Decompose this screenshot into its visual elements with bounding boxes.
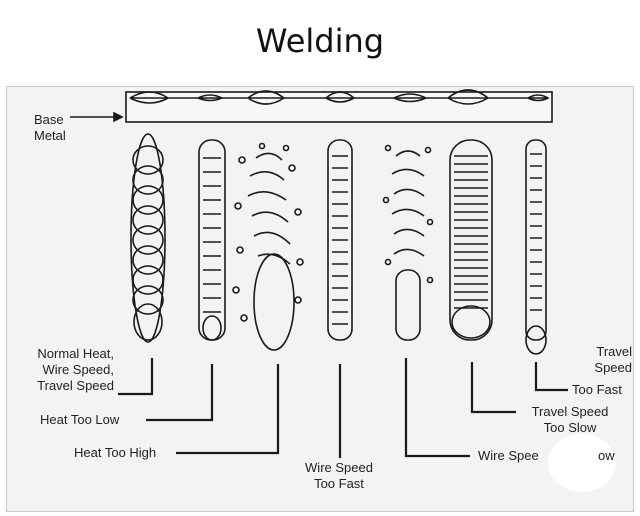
bead-heat-high <box>232 142 304 351</box>
label-travel-fast-line1: Travel <box>596 344 632 359</box>
bead-wire-slow <box>382 144 434 341</box>
bead-heat-low <box>198 139 226 341</box>
bead-normal <box>130 133 166 343</box>
label-heat-low: Heat Too Low <box>40 412 120 427</box>
label-travel-slow-line1: Travel Speed <box>531 404 609 419</box>
label-base-line2: Metal <box>34 128 66 143</box>
label-heat-high: Heat Too High <box>74 445 157 460</box>
leader-normal <box>118 358 154 396</box>
bead-travel-slow <box>449 139 493 341</box>
label-wire-slow-tail: ow <box>598 448 615 463</box>
leader-heat-high <box>176 364 280 455</box>
leader-travel-fast <box>534 362 568 392</box>
bead-wire-fast <box>327 139 353 341</box>
leader-heat-low <box>146 364 214 422</box>
label-normal: Normal Heat, Wire Speed, Travel Speed <box>14 346 114 394</box>
diagram-panel <box>6 86 634 512</box>
label-travel-fast-line3: Too Fast <box>572 382 622 397</box>
label-base-line1: Base <box>34 112 64 127</box>
label-normal-line1: Normal Heat, <box>37 346 114 361</box>
label-travel-slow: Travel Speed Too Slow <box>518 404 622 436</box>
label-base-metal: Base Metal <box>34 112 66 144</box>
label-normal-line2: Wire Speed, <box>42 362 114 377</box>
leader-wire-slow <box>404 358 470 458</box>
label-wire-fast-line2: Too Fast <box>314 476 364 491</box>
label-travel-fast-line2: Speed <box>594 360 632 375</box>
label-wire-slow: Wire Spee <box>478 448 539 463</box>
bead-profile <box>129 89 550 105</box>
leader-travel-slow <box>470 362 516 414</box>
base-metal-plate <box>125 91 553 123</box>
label-normal-line3: Travel Speed <box>37 378 114 393</box>
white-overlay-blob <box>548 434 616 492</box>
label-wire-fast-line1: Wire Speed <box>305 460 373 475</box>
bead-travel-fast <box>525 139 547 355</box>
diagram-title: Welding <box>255 22 385 60</box>
label-travel-fast: Travel Speed <box>560 344 632 376</box>
label-wire-fast: Wire Speed Too Fast <box>284 460 394 492</box>
label-travel-slow-line2: Too Slow <box>543 420 597 435</box>
